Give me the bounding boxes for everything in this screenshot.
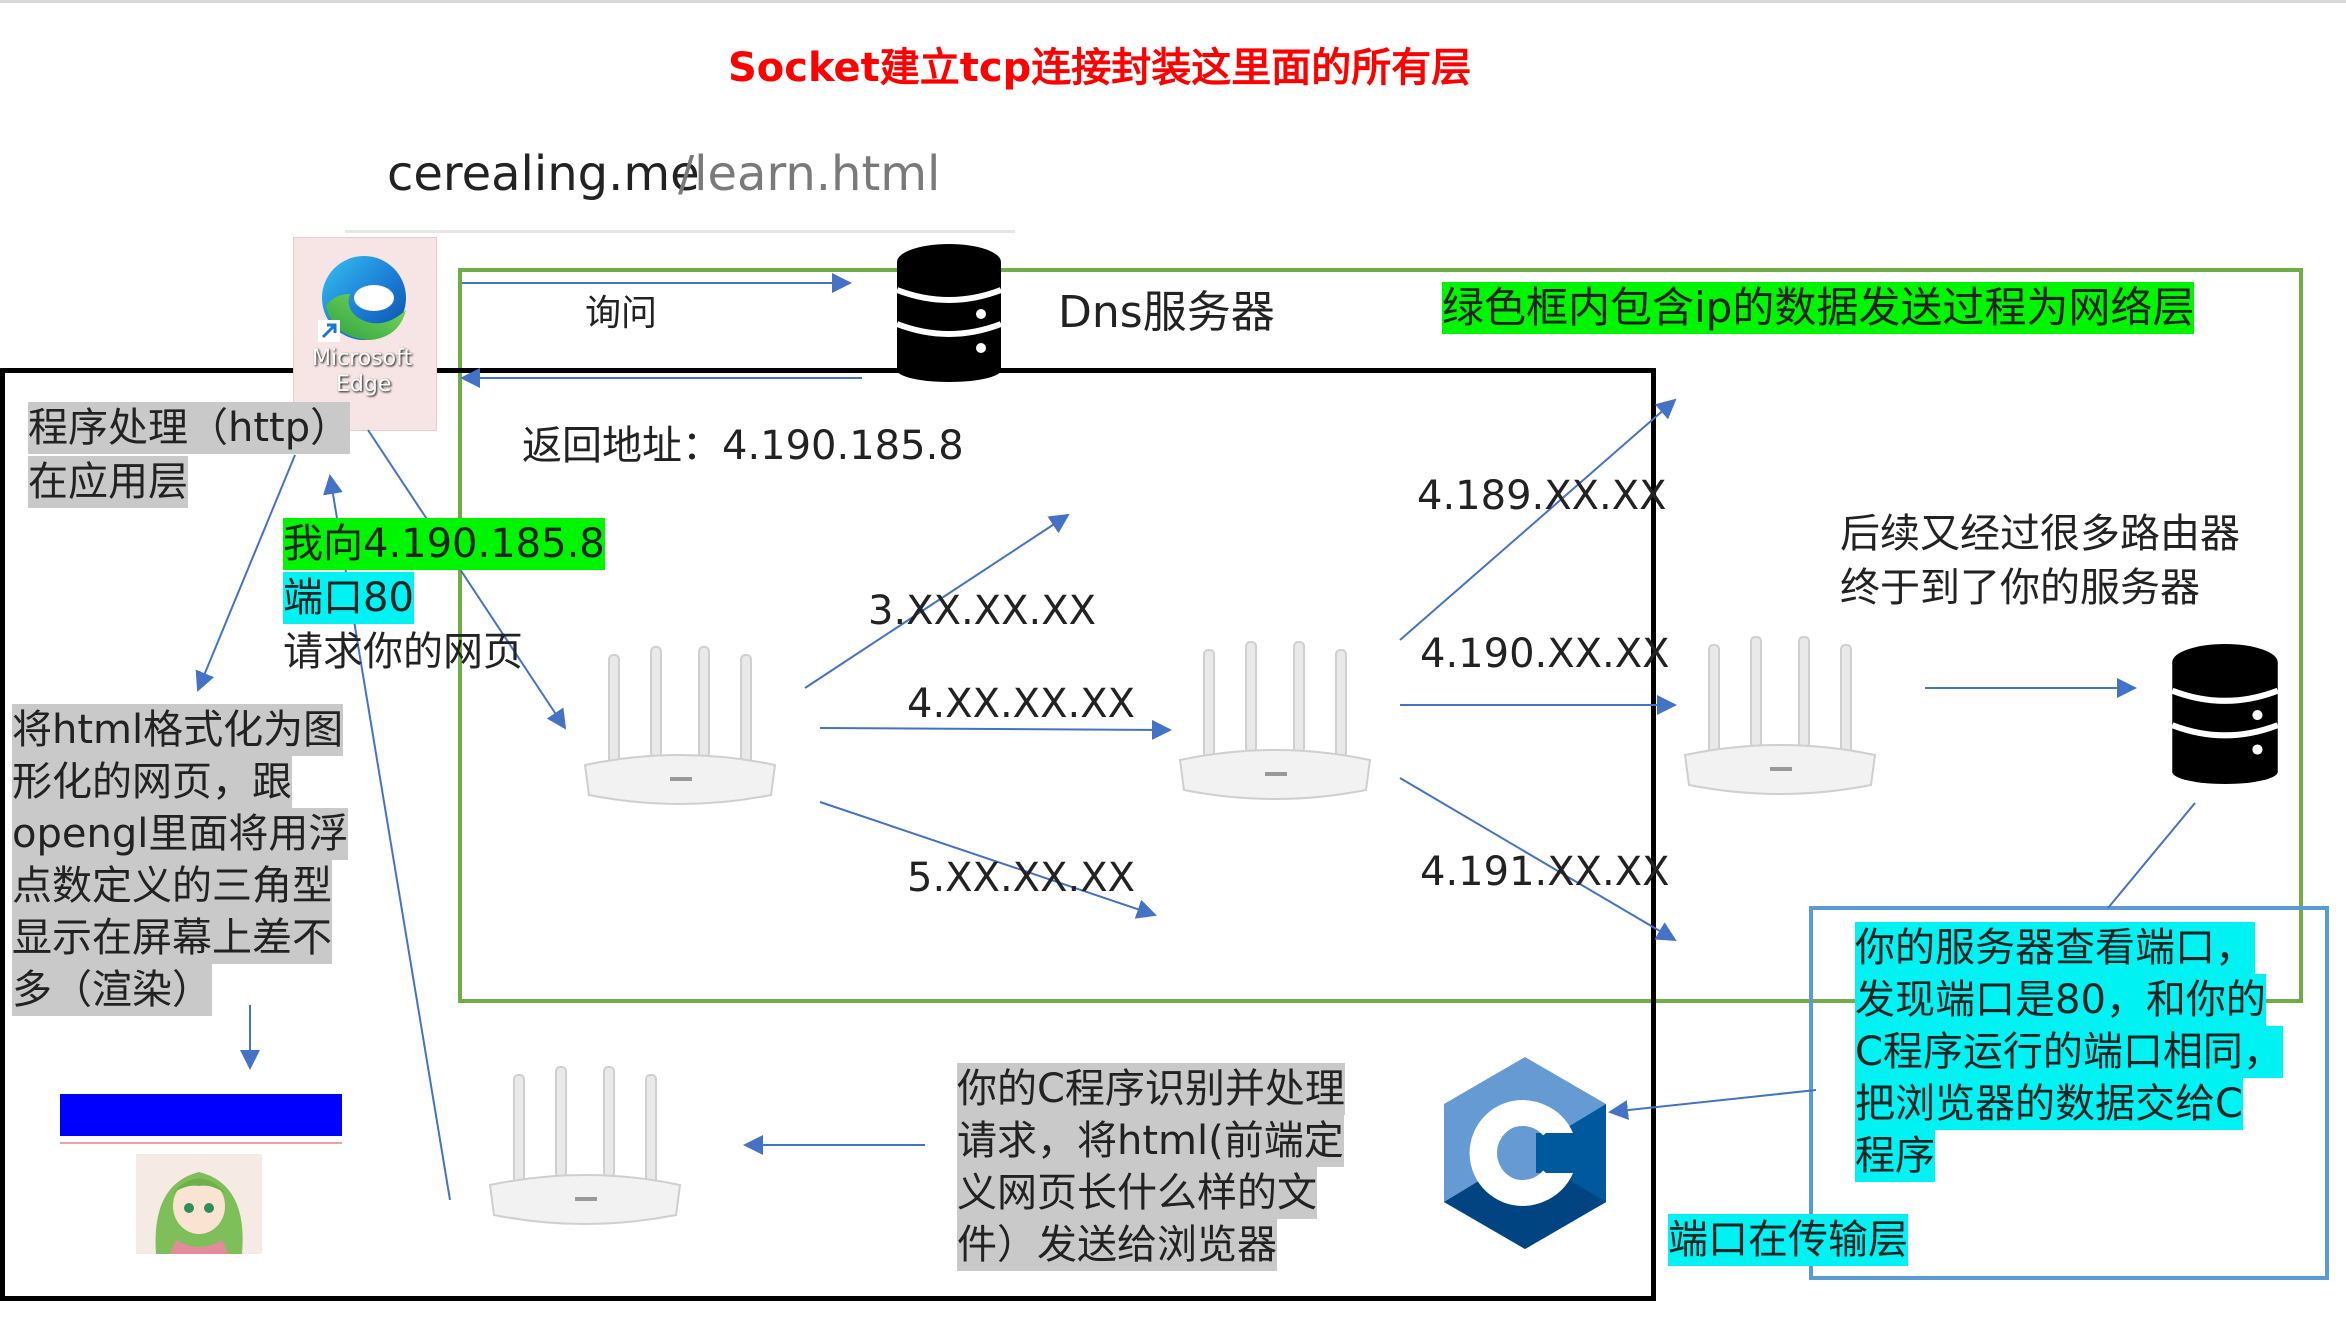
app-layer-line2: 在应用层 bbox=[28, 456, 188, 508]
network-layer-box bbox=[458, 268, 2303, 1003]
server-note-line: C程序运行的端口相同， bbox=[1855, 1026, 2283, 1078]
server-note-line: 发现端口是80，和你的 bbox=[1855, 974, 2266, 1026]
url-bar: cerealing.me /learn.html bbox=[345, 140, 1015, 233]
request-line3: 请求你的网页 bbox=[283, 629, 523, 675]
dns-server-label: Dns服务器 bbox=[1058, 287, 1275, 338]
dns-return-label: 返回地址：4.190.185.8 bbox=[522, 423, 964, 469]
render-note: 将html格式化为图 形化的网页，跟 opengl里面将用浮 点数定义的三角型 … bbox=[12, 704, 349, 1016]
router-icon bbox=[488, 1066, 682, 1225]
server-note-line: 把浏览器的数据交给C bbox=[1855, 1078, 2243, 1130]
browser-label-line1: Microsoft bbox=[312, 346, 413, 371]
application-region-box bbox=[0, 368, 1656, 1301]
ip-label-3: 3.XX.XX.XX bbox=[868, 588, 1097, 634]
c-program-note-line: 件）发送给浏览器 bbox=[957, 1219, 1277, 1271]
browser-label-line2: Edge bbox=[336, 372, 392, 397]
url-path: /learn.html bbox=[678, 146, 941, 202]
render-note-line: 显示在屏幕上差不 bbox=[12, 912, 332, 964]
rendered-page-thumbnail bbox=[58, 1082, 344, 1254]
dns-database-icon bbox=[895, 244, 1003, 382]
c-program-note: 你的C程序识别并处理 请求，将html(前端定 义网页长什么样的文 件）发送给浏… bbox=[957, 1063, 1345, 1271]
router-icon bbox=[1683, 636, 1877, 795]
browser-tile[interactable]: Microsoft Edge bbox=[293, 237, 437, 431]
server-note-line: 程序 bbox=[1855, 1130, 1935, 1182]
render-note-line: 点数定义的三角型 bbox=[12, 860, 332, 912]
edge-icon bbox=[318, 256, 406, 342]
render-note-line: 多（渲染） bbox=[12, 964, 212, 1016]
server-database-icon bbox=[2171, 644, 2279, 784]
render-note-line: 将html格式化为图 bbox=[12, 704, 344, 756]
c-program-note-line: 你的C程序识别并处理 bbox=[957, 1063, 1345, 1115]
slide-top-border bbox=[0, 0, 2346, 3]
network-layer-note: 绿色框内包含ip的数据发送过程为网络层 bbox=[1442, 282, 2195, 334]
routers-note-line1: 后续又经过很多路由器 bbox=[1840, 511, 2240, 557]
transport-layer-box bbox=[1809, 906, 2329, 1280]
routers-note-line2: 终于到了你的服务器 bbox=[1840, 565, 2200, 611]
render-note-line: 形化的网页，跟 bbox=[12, 756, 292, 808]
diagram-title: Socket建立tcp连接封装这里面的所有层 bbox=[728, 45, 1472, 91]
thumbnail-header-bar bbox=[60, 1094, 342, 1136]
router-icon bbox=[1178, 641, 1372, 800]
ip-label-4: 4.XX.XX.XX bbox=[907, 681, 1136, 727]
c-program-note-line: 义网页长什么样的文 bbox=[957, 1167, 1317, 1219]
ip-label-4191: 4.191.XX.XX bbox=[1420, 849, 1670, 895]
request-line2: 端口80 bbox=[283, 572, 414, 624]
thumbnail-divider bbox=[60, 1142, 342, 1144]
server-to-note-line bbox=[2107, 802, 2196, 909]
server-note-line: 你的服务器查看端口， bbox=[1855, 922, 2255, 974]
anime-character-image bbox=[136, 1154, 262, 1254]
server-note: 你的服务器查看端口， 发现端口是80，和你的 C程序运行的端口相同， 把浏览器的… bbox=[1855, 922, 2283, 1182]
ip-label-4189: 4.189.XX.XX bbox=[1417, 473, 1667, 519]
render-note-line: opengl里面将用浮 bbox=[12, 808, 349, 860]
app-layer-line1: 程序处理（http） bbox=[28, 402, 351, 454]
router-icon bbox=[583, 646, 777, 805]
request-line1: 我向4.190.185.8 bbox=[283, 518, 605, 570]
c-language-logo bbox=[1444, 1057, 1606, 1249]
transport-layer-note: 端口在传输层 bbox=[1668, 1214, 1908, 1266]
c-program-note-line: 请求，将html(前端定 bbox=[957, 1115, 1344, 1167]
dns-query-label: 询问 bbox=[585, 293, 658, 334]
ip-label-5: 5.XX.XX.XX bbox=[907, 855, 1136, 901]
url-domain: cerealing.me bbox=[387, 146, 700, 202]
ip-label-4190: 4.190.XX.XX bbox=[1420, 631, 1670, 677]
